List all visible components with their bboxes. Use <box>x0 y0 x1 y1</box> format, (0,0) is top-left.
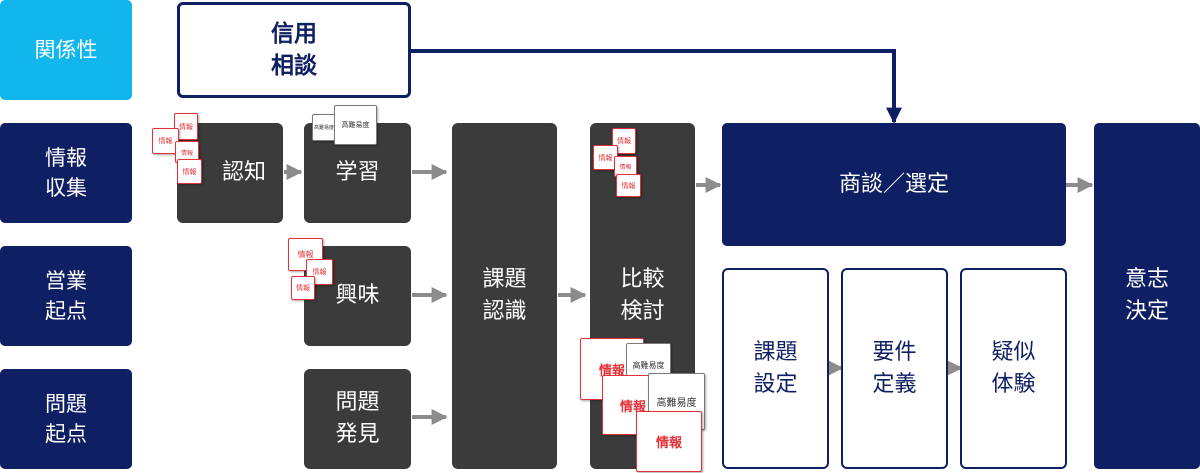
row-label-sales-origin: 営業 起点 <box>0 246 132 346</box>
row-label-info-collection: 情報 収集 <box>0 123 132 223</box>
stage-negotiation: 商談／選定 <box>722 123 1066 246</box>
row-label-relationship: 関係性 <box>0 0 132 100</box>
stage-issue-setting: 課題 設定 <box>722 268 829 469</box>
info-tag: 情報 <box>306 259 333 285</box>
trust-consult-box: 信用 相談 <box>177 2 411 98</box>
stage-trial: 疑似 体験 <box>960 268 1067 469</box>
info-tag: 情報 <box>175 141 199 163</box>
info-tag: 情報 <box>636 411 702 472</box>
info-tag: 情報 <box>291 276 315 300</box>
stage-requirements: 要件 定義 <box>841 268 948 469</box>
info-tag: 情報 <box>593 145 618 170</box>
info-tag: 情報 <box>177 159 202 184</box>
info-tag: 情報 <box>616 174 641 197</box>
stage-problem-discovery: 問題 発見 <box>304 369 411 469</box>
trust-to-negotiation-arrow <box>410 49 902 124</box>
row-label-problem-origin: 問題 起点 <box>0 369 132 469</box>
high-difficulty-tag: 高難易度 <box>312 114 336 141</box>
stage-decision: 意志 決定 <box>1094 123 1200 469</box>
stage-interest: 興味 <box>304 246 411 346</box>
info-tag: 情報 <box>152 128 179 154</box>
high-difficulty-tag: 高難易度 <box>334 105 377 145</box>
stage-issue-recognition: 課題 認識 <box>452 123 557 469</box>
